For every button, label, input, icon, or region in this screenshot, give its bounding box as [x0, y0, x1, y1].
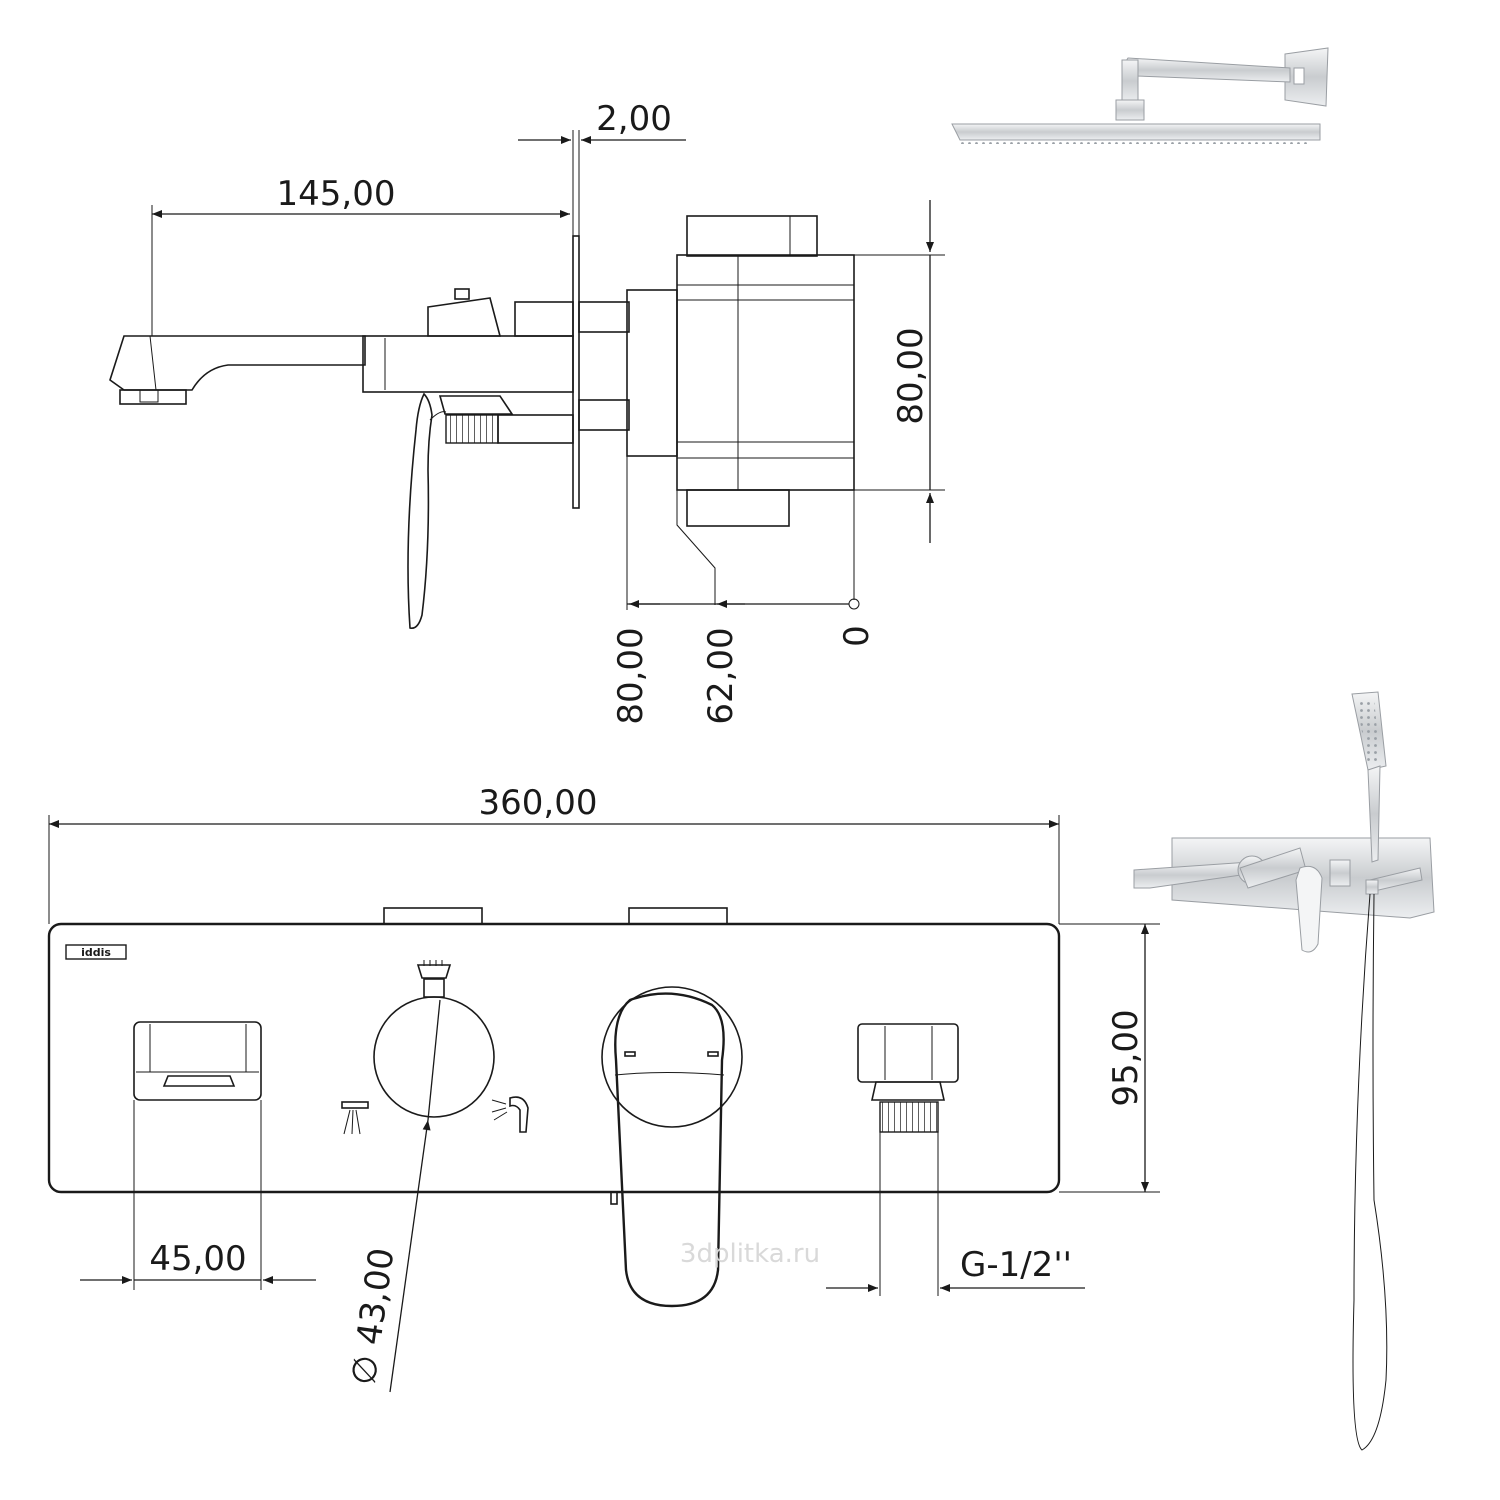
hand-shower-icon [491, 1096, 529, 1133]
dim-plate-thickness: 2,00 [596, 99, 672, 139]
wall-plate-front [47, 922, 1061, 1194]
dim-thread-size: G-1/2'' [960, 1245, 1072, 1285]
front-dimensions: 360,00 95,00 45,00 ∅ 43,00 G-1/2'' 3dpli… [48, 783, 1160, 1393]
rain-shower-icon [416, 960, 452, 979]
lever-side [407, 392, 433, 630]
dim-body-depth-62: 62,00 [701, 627, 741, 724]
dim-plate-height: 95,00 [1106, 1009, 1146, 1106]
thread-side [445, 414, 499, 444]
watermark: 3dplitka.ru [680, 1239, 820, 1269]
dim-datum-zero: 0 [837, 625, 877, 647]
dim-body-height: 80,00 [891, 327, 931, 424]
hose-connector [857, 1023, 959, 1133]
front-view: iddis [47, 907, 1061, 1308]
hand-shower-render [1351, 691, 1388, 1451]
side-view [109, 215, 855, 630]
brand-logo [65, 944, 127, 960]
mixer-render [1133, 837, 1435, 953]
brand-label: iddis [81, 946, 111, 959]
housing-side [676, 254, 855, 491]
rain-shower-render [951, 47, 1329, 144]
lever-front [601, 986, 743, 1308]
wall-plate-side [572, 235, 580, 509]
dim-handle-width: 45,00 [149, 1239, 246, 1279]
tub-spout-icon [341, 1101, 369, 1135]
left-button [133, 1021, 262, 1101]
dim-plate-width: 360,00 [479, 783, 598, 823]
side-dimensions: 145,00 2,00 80,00 80,00 62,00 0 [151, 99, 945, 725]
dim-spout-projection: 145,00 [277, 174, 396, 214]
spout-side [109, 335, 366, 391]
dim-body-depth-80: 80,00 [611, 627, 651, 724]
